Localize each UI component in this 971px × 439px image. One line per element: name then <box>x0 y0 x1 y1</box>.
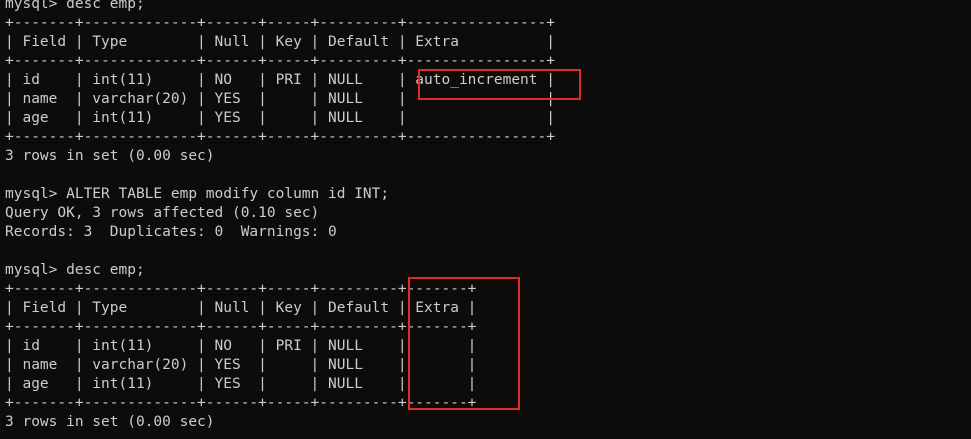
records-message: Records: 3 Duplicates: 0 Warnings: 0 <box>5 224 337 240</box>
blank-line <box>5 242 971 261</box>
blank-line <box>5 166 971 185</box>
table-row: | id | int(11) | NO | PRI | NULL | auto_… <box>5 72 555 88</box>
table-border: +-------+-------------+------+-----+----… <box>5 281 477 297</box>
table-border: +-------+-------------+------+-----+----… <box>5 129 555 145</box>
table-row: | name | varchar(20) | YES | | NULL | | <box>5 357 477 373</box>
result-summary: 3 rows in set (0.00 sec) <box>5 414 215 430</box>
table-row: | age | int(11) | YES | | NULL | | <box>5 110 555 126</box>
prompt-line-alter: mysql> ALTER TABLE emp modify column id … <box>5 186 390 202</box>
table-row: | age | int(11) | YES | | NULL | | <box>5 376 477 392</box>
table-border: +-------+-------------+------+-----+----… <box>5 15 555 31</box>
table-border: +-------+-------------+------+-----+----… <box>5 53 555 69</box>
table-header-row: | Field | Type | Null | Key | Default | … <box>5 300 477 316</box>
table-border: +-------+-------------+------+-----+----… <box>5 319 477 335</box>
table-border: +-------+-------------+------+-----+----… <box>5 395 477 411</box>
table-row: | name | varchar(20) | YES | | NULL | | <box>5 91 555 107</box>
result-summary: 3 rows in set (0.00 sec) <box>5 148 215 164</box>
table-header-row: | Field | Type | Null | Key | Default | … <box>5 34 555 50</box>
prompt-line-desc-1: mysql> desc emp; <box>5 0 145 12</box>
table-row: | id | int(11) | NO | PRI | NULL | | <box>5 338 477 354</box>
query-ok-message: Query OK, 3 rows affected (0.10 sec) <box>5 205 320 221</box>
prompt-line-desc-2: mysql> desc emp; <box>5 262 145 278</box>
